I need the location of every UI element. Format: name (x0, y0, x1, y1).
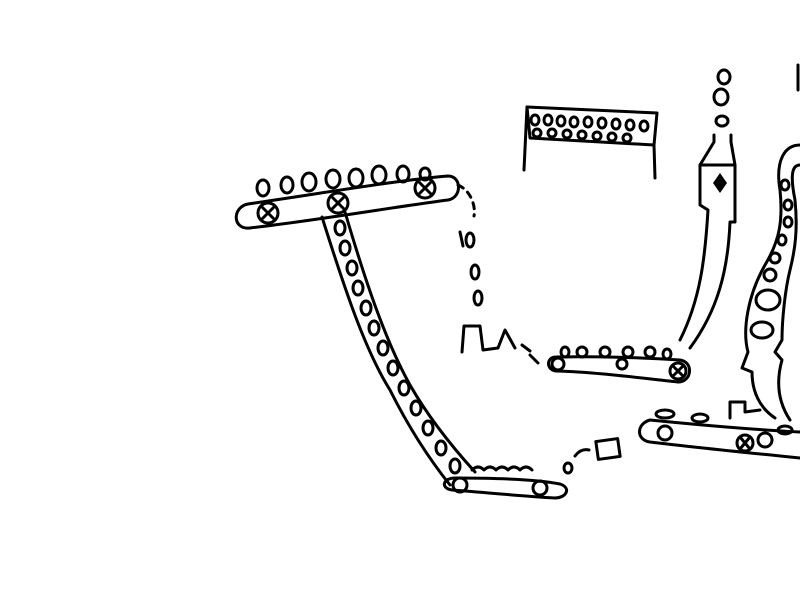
top-left-conveyor (234, 164, 460, 230)
roller-x-icon (668, 361, 688, 381)
right-vessel (740, 143, 800, 422)
falling-box (594, 437, 622, 461)
bench (522, 105, 659, 180)
bin (460, 324, 517, 354)
motion-dashes (520, 343, 540, 365)
diagonal-chute (320, 210, 477, 487)
bottom-conveyor (443, 448, 591, 500)
right-conveyor (638, 400, 800, 460)
middle-conveyor (547, 345, 691, 384)
diamond-icon (713, 173, 727, 193)
roller-x-icon (256, 201, 280, 225)
roller-x-icon (326, 191, 350, 215)
falling-items (456, 183, 484, 307)
roller-x-icon (413, 176, 437, 200)
conveyor-items (255, 164, 432, 198)
tower (678, 68, 737, 350)
